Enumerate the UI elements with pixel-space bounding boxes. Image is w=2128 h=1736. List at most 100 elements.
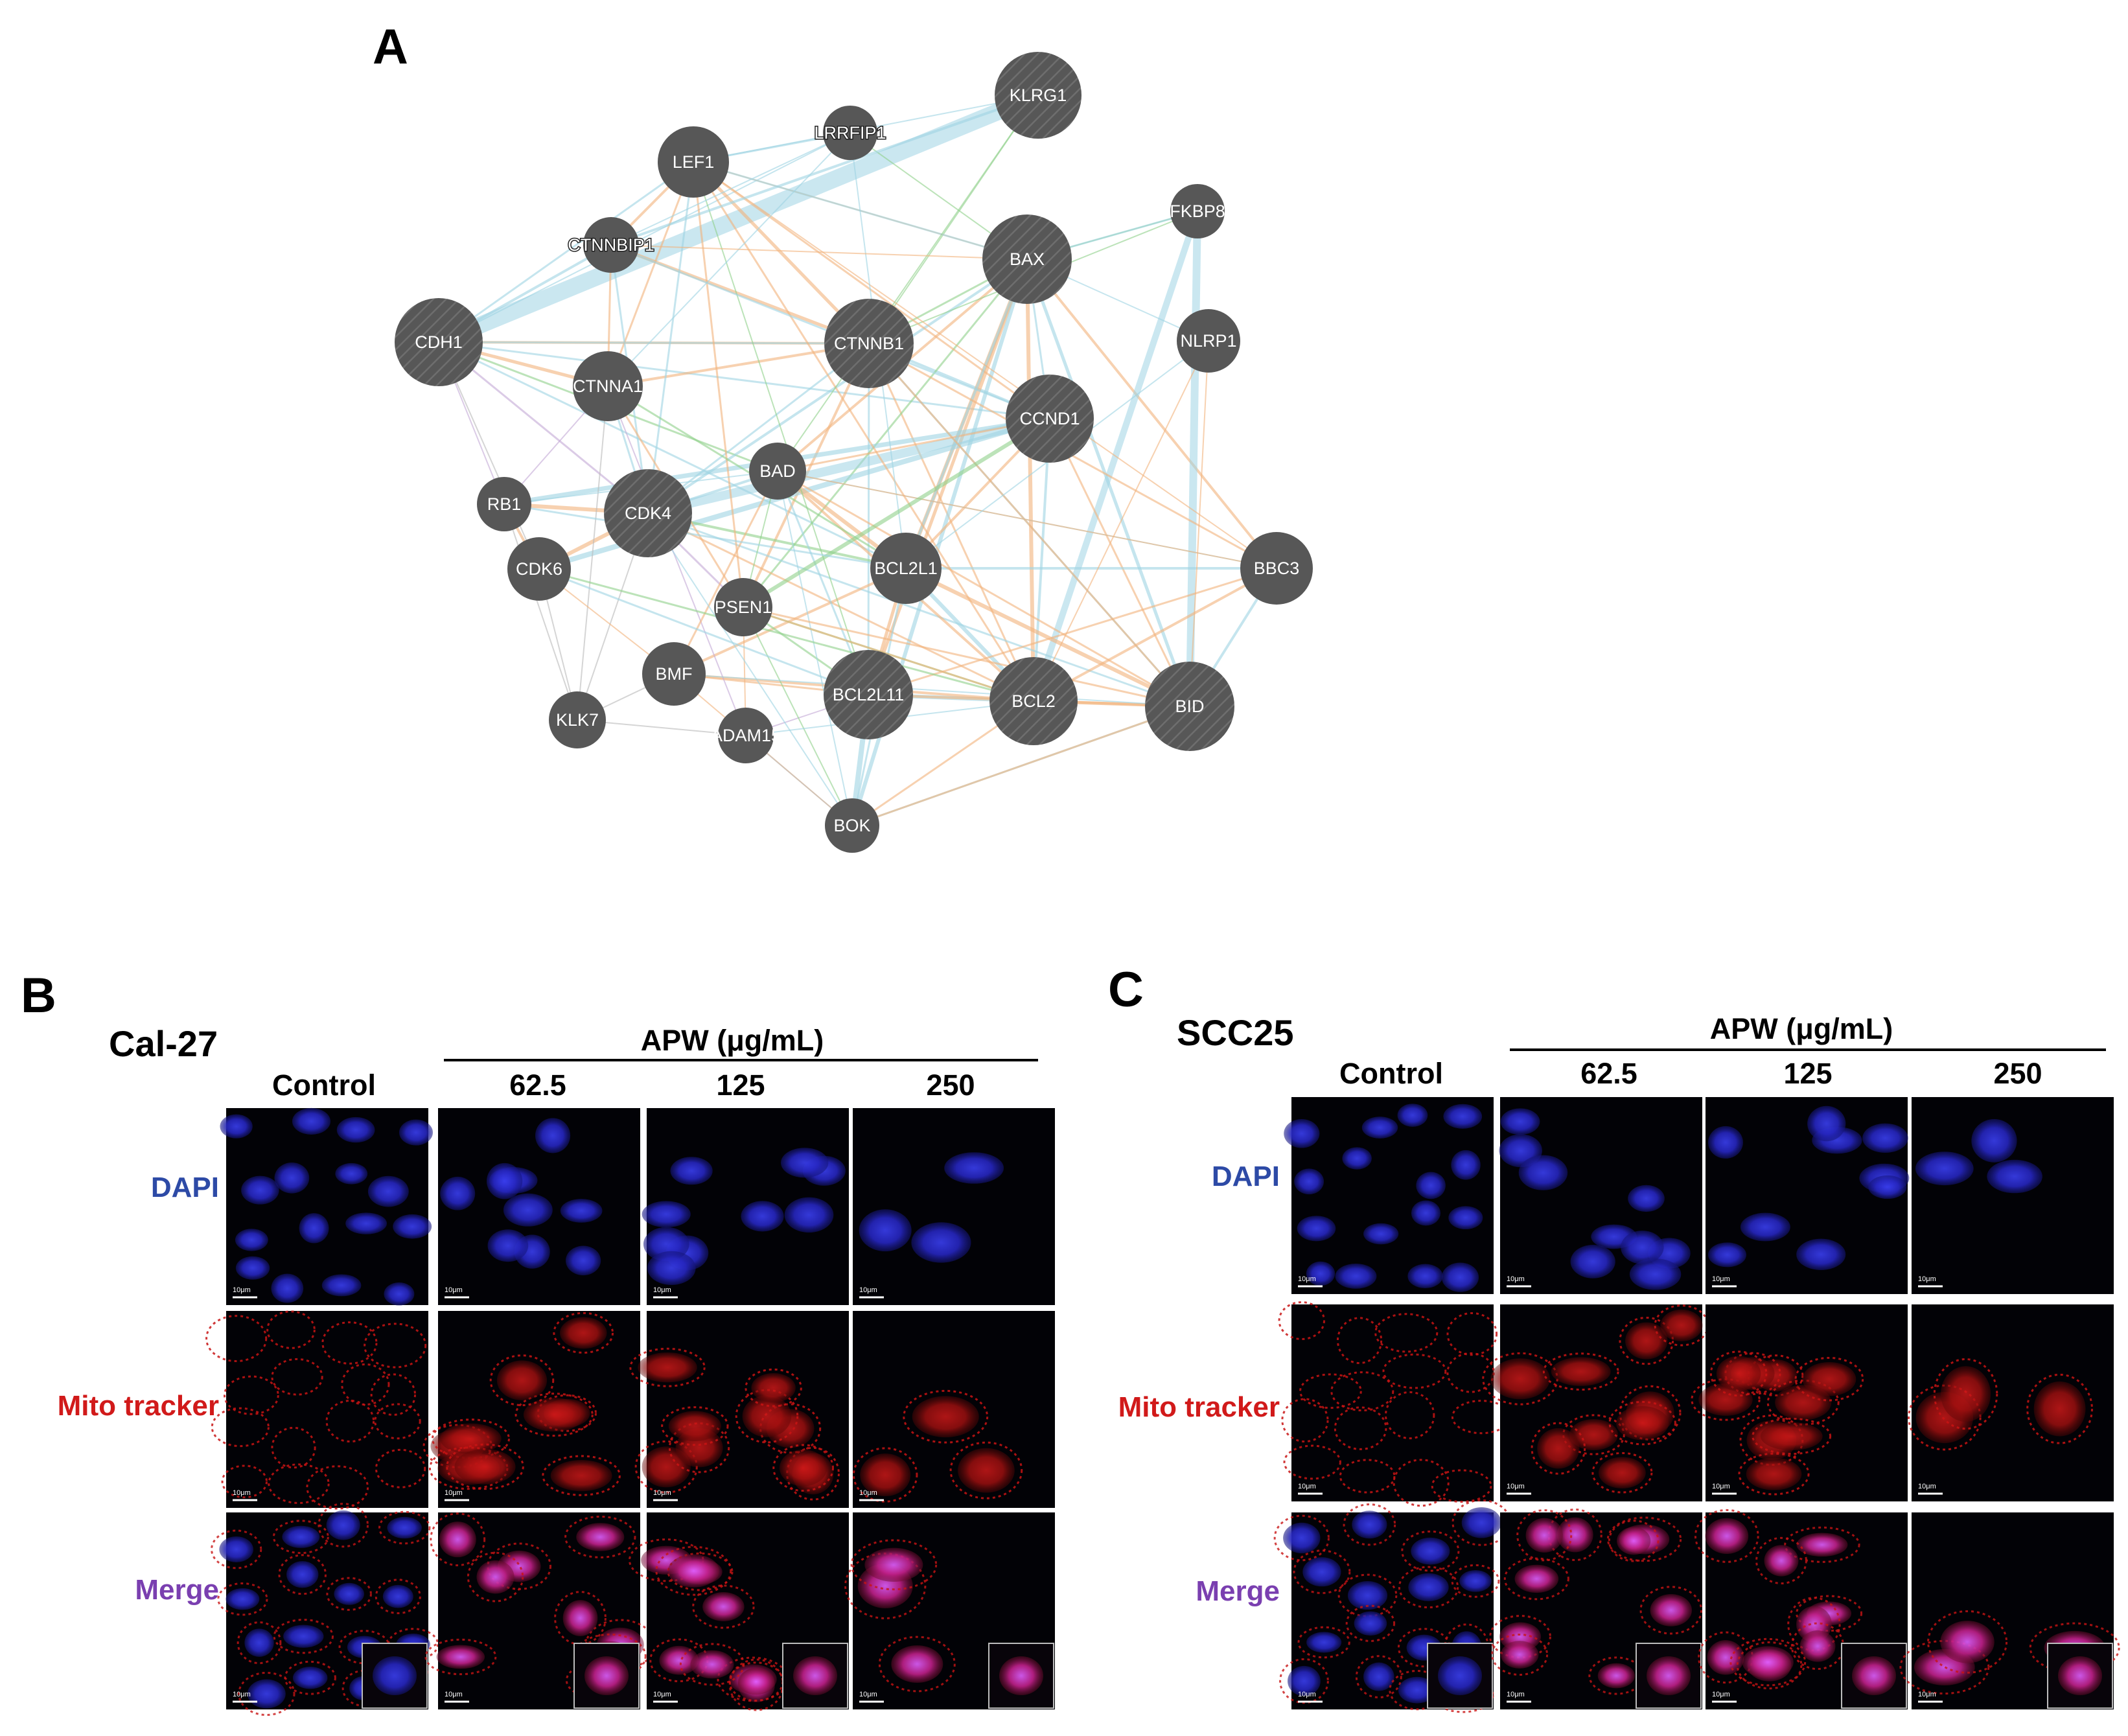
scale-bar-label: 10μm	[653, 1691, 671, 1698]
network-edge-ctnnb1-bcl2l11	[867, 342, 870, 696]
micrograph-mito-2: 10μm	[1691, 1304, 1908, 1501]
nucleus	[286, 1561, 319, 1588]
mito-network	[268, 1463, 330, 1504]
network-node-label: PSEN1	[715, 597, 772, 617]
nucleus	[235, 1229, 268, 1251]
mito-network	[1747, 1354, 1804, 1396]
mito-cell	[779, 1450, 827, 1487]
network-node-circle	[1170, 184, 1225, 238]
panel-a-letter: A	[373, 19, 408, 75]
network-node-bax: BAX	[982, 214, 1072, 304]
nucleus	[247, 1679, 286, 1709]
nucleus	[560, 1199, 603, 1223]
mito-network	[306, 1465, 369, 1510]
nucleus	[1987, 1159, 2042, 1194]
mito-network	[1899, 1639, 1990, 1695]
panel-b-cell-line: Cal-27	[109, 1023, 218, 1064]
nucleus	[220, 1114, 253, 1139]
nucleus	[1397, 1104, 1428, 1127]
mito-network	[878, 1636, 956, 1693]
nucleus	[562, 1600, 598, 1636]
scale-bar-label: 10μm	[1712, 1483, 1730, 1490]
network-node-klk7: KLK7	[549, 691, 606, 748]
network-node-label: CDK6	[516, 559, 562, 579]
network-edge-rb1-klk7	[503, 503, 578, 721]
mito-network	[266, 1310, 316, 1349]
mito-network	[1279, 1658, 1329, 1704]
mito-network	[1709, 1350, 1768, 1397]
mito-network	[217, 1582, 268, 1616]
inset-cell	[2058, 1656, 2102, 1695]
mito-cell	[1616, 1406, 1669, 1441]
mito-network	[1283, 1444, 1341, 1480]
mito-network	[1608, 1520, 1660, 1562]
mito-network	[1337, 1573, 1398, 1617]
mito-network	[364, 1323, 427, 1369]
mito-network	[238, 1671, 295, 1716]
network-node-label: NLRP1	[1180, 331, 1236, 351]
network-edge-cdk6-bcl2l11	[538, 568, 870, 696]
nucleus	[667, 1554, 719, 1588]
nucleus	[226, 1588, 260, 1610]
mito-network	[1738, 1452, 1810, 1496]
mito-network	[278, 1554, 327, 1595]
mito-network	[1398, 1566, 1459, 1609]
network-node-circle	[749, 443, 806, 500]
inset-cell	[584, 1656, 629, 1695]
nucleus	[1283, 1522, 1321, 1554]
scale-bar-label: 10μm	[1918, 1483, 1936, 1490]
micrograph-background	[1291, 1304, 1494, 1501]
inset-cell	[1438, 1656, 1482, 1695]
nucleus	[283, 1625, 324, 1648]
network-edge-bcl2-bbc3	[1032, 567, 1278, 702]
nucleus	[292, 1107, 330, 1135]
mito-cell	[523, 1398, 585, 1432]
inset-cell	[373, 1656, 417, 1695]
nucleus	[1451, 1150, 1481, 1180]
network-node-circle	[1177, 309, 1240, 373]
nucleus	[535, 1118, 571, 1153]
network-node-bbc3: BBC3	[1240, 532, 1313, 605]
mito-network	[1273, 1514, 1330, 1562]
mito-network	[1794, 1356, 1864, 1402]
nucleus	[659, 1645, 699, 1675]
mito-network	[1374, 1313, 1439, 1353]
mito-network	[205, 1315, 268, 1363]
network-node-circle	[1145, 662, 1234, 751]
nucleus	[702, 1591, 745, 1621]
micrograph-background	[853, 1108, 1055, 1305]
scale-bar-label: 10μm	[233, 1691, 251, 1698]
network-node-cdk4: CDK4	[604, 469, 692, 557]
nucleus	[1708, 1242, 1746, 1267]
panel-b-row-mito-tracker: Mito tracker	[58, 1390, 219, 1422]
mito-network	[273, 1619, 334, 1654]
network-edge-lrrfip1-ctnnbip1	[610, 132, 851, 246]
nucleus	[1352, 1510, 1387, 1539]
micrograph-merge-3: 10μm	[1899, 1512, 2120, 1709]
mito-network	[221, 1464, 268, 1499]
mito-cell	[496, 1360, 548, 1400]
network-node-label: BBC3	[1254, 559, 1300, 578]
nucleus	[1500, 1641, 1539, 1669]
mito-cell	[1660, 1309, 1703, 1341]
network-node-rb1: RB1	[477, 477, 531, 531]
network-edge-psen1-bok	[743, 607, 853, 826]
network-edge-lef1-bcl2l11	[693, 161, 869, 695]
micrograph-mito-0: 10μm	[1278, 1301, 1511, 1507]
network-node-ccnd1: CCND1	[1006, 375, 1094, 463]
panel-c-col-125: 125	[1783, 1057, 1832, 1090]
micrograph-dapi-1: 10μm	[1499, 1097, 1702, 1294]
nucleus	[1284, 1118, 1320, 1148]
nucleus	[393, 1214, 432, 1239]
mito-network	[772, 1444, 834, 1492]
mito-network	[325, 1400, 375, 1443]
micrograph-dapi-0: 10μm	[1284, 1097, 1494, 1294]
network-node-adam15: ADAM15	[711, 708, 781, 763]
mito-network	[272, 1520, 329, 1555]
panel-c-row-merge: Merge	[1196, 1575, 1280, 1607]
nucleus	[1398, 1676, 1436, 1704]
nucleus	[944, 1152, 1004, 1184]
nucleus	[271, 1273, 304, 1303]
network-node-label: CDK4	[625, 503, 671, 523]
mito-network	[735, 1389, 799, 1444]
